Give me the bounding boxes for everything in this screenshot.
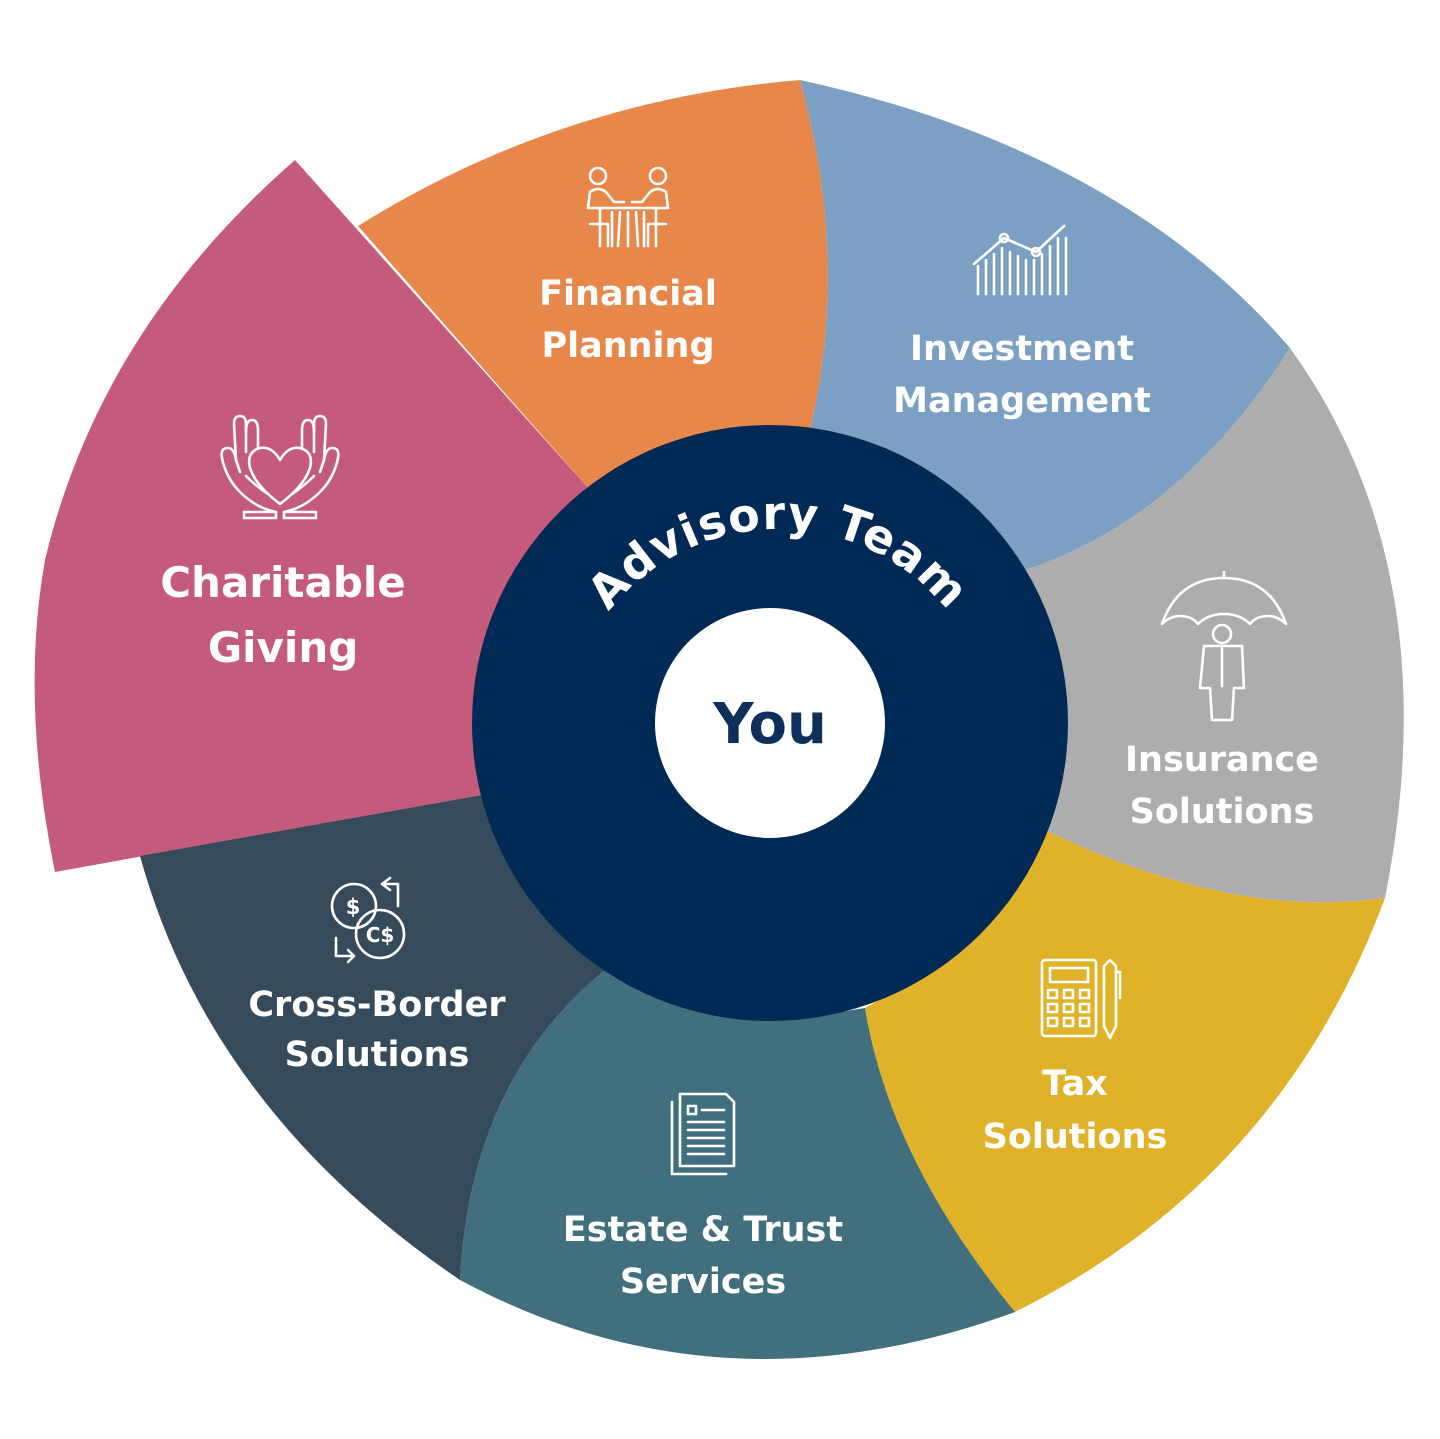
investment-management-label-line2: Management bbox=[893, 381, 1151, 421]
charitable-giving-label-line2: Giving bbox=[208, 623, 359, 672]
cad-sign-glyph: C$ bbox=[366, 923, 395, 947]
insurance-solutions-label-line2: Solutions bbox=[1130, 792, 1315, 832]
you-circle bbox=[655, 608, 885, 838]
dollar-sign-glyph: $ bbox=[346, 895, 361, 919]
segment-charitable-giving bbox=[34, 160, 591, 872]
umbrella-person-icon bbox=[1160, 570, 1288, 722]
document-icon bbox=[670, 1092, 736, 1176]
charitable-giving-label-line1: Charitable bbox=[160, 558, 406, 607]
hands-heart-icon bbox=[220, 414, 340, 520]
investment-management-label-line1: Investment bbox=[910, 329, 1134, 369]
segment-estate-trust-services bbox=[460, 970, 1015, 1360]
segment-cross-border-solutions bbox=[140, 795, 605, 1280]
estate-trust-label-line2: Services bbox=[620, 1262, 786, 1302]
estate-trust-label-line1: Estate & Trust bbox=[563, 1210, 843, 1250]
insurance-solutions-label-line1: Insurance bbox=[1125, 740, 1319, 780]
segment-financial-planning bbox=[358, 80, 828, 490]
currency-exchange-icon: $ C$ bbox=[330, 876, 406, 964]
segment-insurance-solutions bbox=[1025, 348, 1404, 903]
cross-border-label-line1: Cross-Border bbox=[248, 985, 506, 1025]
meeting-icon bbox=[586, 166, 670, 248]
tax-solutions-label-line2: Solutions bbox=[983, 1117, 1168, 1157]
cross-border-label-line2: Solutions bbox=[285, 1035, 470, 1075]
segment-tax-solutions bbox=[865, 830, 1385, 1312]
you-label: You bbox=[712, 692, 827, 757]
growth-chart-icon bbox=[972, 224, 1068, 296]
tax-solutions-label-line1: Tax bbox=[1042, 1064, 1108, 1104]
calculator-pen-icon bbox=[1040, 958, 1122, 1040]
financial-planning-label-line1: Financial bbox=[539, 274, 717, 314]
financial-planning-label-line2: Planning bbox=[541, 326, 714, 366]
segment-investment-management bbox=[800, 80, 1290, 570]
